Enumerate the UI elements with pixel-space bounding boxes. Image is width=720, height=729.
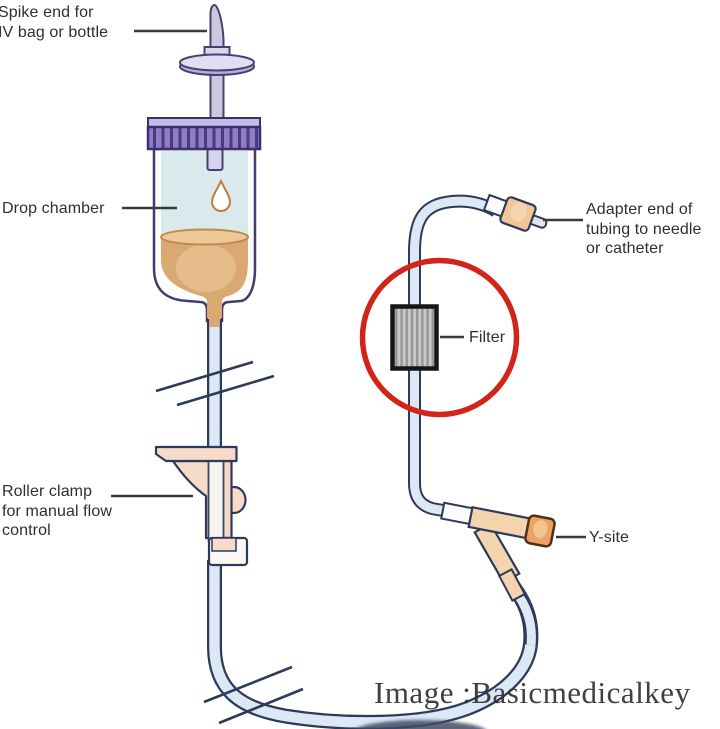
label-line: Filter xyxy=(469,329,506,346)
y-site-branch-joint xyxy=(497,568,527,602)
label-adapter-end: Adapter end of tubing to needle or cathe… xyxy=(586,200,701,259)
filter-graphic xyxy=(390,304,439,371)
chamber-cap-ribbed xyxy=(146,125,262,151)
spike-graphic xyxy=(179,3,255,123)
y-site-cap-highlight xyxy=(533,520,548,538)
label-spike-end: Spike end for IV bag or bottle xyxy=(0,3,108,42)
label-line: tubing to needle xyxy=(586,220,702,238)
label-line: Drop chamber xyxy=(2,200,105,217)
clamp-top-flange xyxy=(154,445,238,463)
clamp-foot-inner xyxy=(211,537,237,552)
label-line: Spike end for xyxy=(0,4,94,21)
adapter-graphic xyxy=(482,193,548,232)
fluid-in-neck xyxy=(209,299,220,320)
tubing-right xyxy=(408,194,538,646)
label-line: for manual flow xyxy=(2,502,112,520)
label-y-site: Y-site xyxy=(589,528,629,548)
label-drop-chamber: Drop chamber xyxy=(2,199,105,219)
bottom-shadow xyxy=(355,720,485,729)
fluid-highlight xyxy=(176,244,236,292)
fluid-meniscus xyxy=(160,228,249,246)
roller-clamp-graphic xyxy=(154,445,249,567)
clamp-channel xyxy=(207,460,225,542)
falling-drop xyxy=(210,178,232,212)
break-mark-upper xyxy=(155,360,275,407)
label-line: Adapter end of xyxy=(586,201,693,218)
adapter-body-highlight xyxy=(510,202,527,222)
label-filter: Filter xyxy=(469,328,505,348)
label-line: or catheter xyxy=(586,240,664,257)
chamber-inner-spike xyxy=(206,148,224,171)
spike-flange-top xyxy=(179,53,255,72)
break-mark-lower xyxy=(203,665,304,725)
chamber-interior xyxy=(161,148,248,240)
leader-lines xyxy=(111,29,586,539)
label-roller-clamp: Roller clamp for manual flow control xyxy=(2,482,112,541)
label-line: control xyxy=(2,522,51,539)
label-line: Y-site xyxy=(589,529,630,546)
red-highlight-circle xyxy=(359,257,520,418)
chamber-cap-band xyxy=(147,117,261,128)
label-line: IV bag or bottle xyxy=(0,23,109,41)
label-line: Roller clamp xyxy=(2,483,93,500)
watermark-text: Image :Basicmedicalkey xyxy=(374,675,691,710)
drip-chamber-graphic xyxy=(146,117,262,323)
y-site-graphic xyxy=(440,501,556,602)
spike-tip xyxy=(209,3,225,49)
